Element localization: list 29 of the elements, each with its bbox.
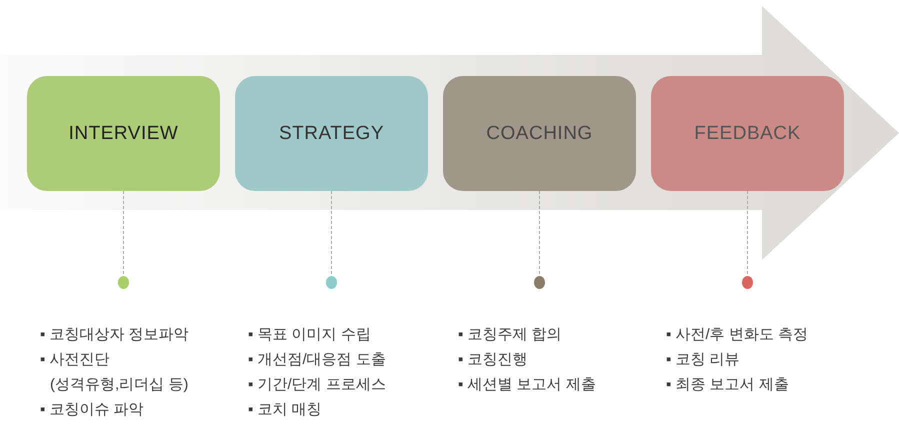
stage-title: STRATEGY bbox=[279, 122, 384, 144]
leader-line bbox=[331, 190, 332, 276]
bullet-item: ▪ 목표 이미지 수립 bbox=[248, 325, 372, 345]
dot-marker bbox=[118, 276, 129, 289]
bullet-item: ▪ 기간/단계 프로세스 bbox=[248, 375, 387, 395]
bullet-item: ▪ 코칭대상자 정보파악 bbox=[40, 325, 190, 345]
stage-title: FEEDBACK bbox=[694, 122, 801, 144]
dot-marker bbox=[742, 276, 753, 289]
stage-box bbox=[235, 76, 428, 191]
bullet-item: ▪ 코칭진행 bbox=[458, 350, 528, 370]
stage-title: INTERVIEW bbox=[68, 122, 178, 144]
stage-box bbox=[443, 76, 636, 191]
bullet-item: ▪ 코칭 리뷰 bbox=[666, 350, 741, 370]
dot-marker bbox=[534, 276, 545, 289]
stage-box bbox=[651, 76, 844, 191]
bullet-item: ▪ 사전/후 변화도 측정 bbox=[666, 325, 810, 345]
leader-line bbox=[747, 190, 748, 276]
bullet-item: ▪ 코치 매칭 bbox=[248, 400, 323, 420]
bullet-item: ▪ 코칭주제 합의 bbox=[458, 325, 563, 345]
bullet-item: ▪ 사전진단 (성격유형,리더십 등) bbox=[40, 350, 190, 395]
stage-box bbox=[27, 76, 220, 191]
leader-line bbox=[539, 190, 540, 276]
dot-marker bbox=[326, 276, 337, 289]
bullet-item: ▪ 개선점/대응점 도출 bbox=[248, 350, 387, 370]
stage-title: COACHING bbox=[486, 122, 593, 144]
bullet-item: ▪ 최종 보고서 제출 bbox=[666, 375, 790, 395]
bullet-item: ▪ 세션별 보고서 제출 bbox=[458, 375, 597, 395]
bullet-item: ▪ 코칭이슈 파악 bbox=[40, 400, 145, 420]
leader-line bbox=[123, 190, 124, 276]
